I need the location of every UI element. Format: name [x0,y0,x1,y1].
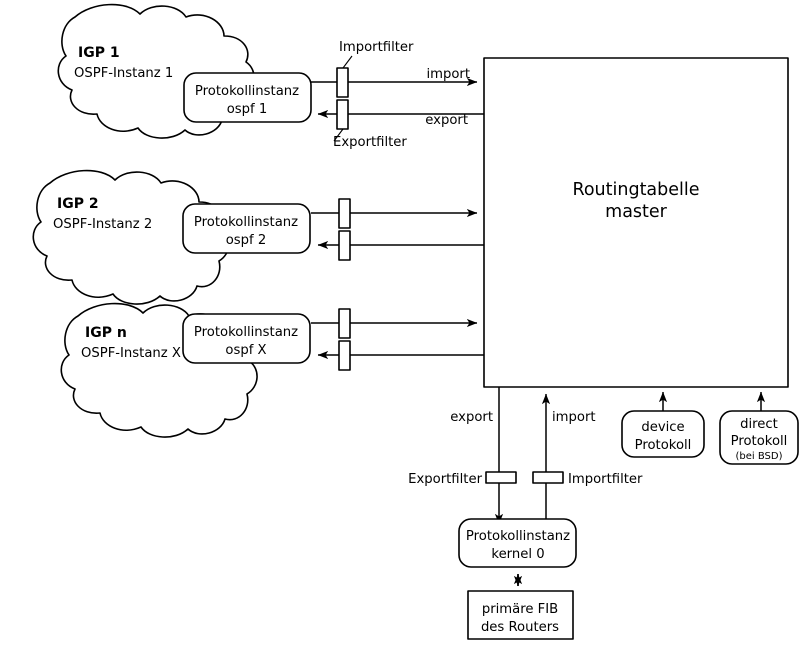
protocol-instance-2-line2: ospf 2 [226,233,267,248]
protocol-instance-3-line2: ospf X [225,343,266,358]
protocol-instance-2-line1: Protokollinstanz [194,215,298,230]
label-export-kernel: export [450,410,493,425]
direct-protocol-line3: (bei BSD) [736,451,783,462]
label-exportfilter-top: Exportfilter [333,135,407,150]
importfilter-leader-1 [342,55,353,69]
routing-table-line2: master [605,202,668,222]
importfilter-mark-ospf-x [338,308,351,339]
cloud-1-subtitle: OSPF-Instanz 1 [74,66,173,81]
protocol-instance-3-line1: Protokollinstanz [194,325,298,340]
cloud-igp-2 [32,169,230,305]
fib-line2: des Routers [481,620,559,635]
routing-table-line1: Routingtabelle [572,180,699,200]
protocol-instance-ospf-x [182,313,311,364]
label-importfilter-top: Importfilter [339,40,414,55]
importfilter-mark-kernel [532,471,564,484]
exportfilter-mark-ospf-2 [338,230,351,261]
device-protocol-line2: Protokoll [635,438,692,453]
exportfilter-mark-kernel [485,471,517,484]
label-export-top: export [425,113,468,128]
label-exportfilter-bottom: Exportfilter [408,472,482,487]
cloud-3-subtitle: OSPF-Instanz X [81,346,181,361]
exportfilter-leader-1 [333,128,344,142]
label-import-top: import [426,67,470,82]
routing-table-master [483,57,789,388]
label-importfilter-bottom: Importfilter [568,472,643,487]
protocol-instance-1-line2: ospf 1 [227,102,268,117]
direct-protocol-box [719,410,799,465]
primary-fib-box [467,590,574,640]
importfilter-mark-ospf-1 [336,67,349,98]
direct-protocol-line1: direct [740,417,778,432]
importfilter-mark-ospf-2 [338,198,351,229]
kernel-instance-line1: Protokollinstanz [466,529,570,544]
cloud-2-title: IGP 2 [57,196,99,212]
exportfilter-mark-ospf-1 [336,99,349,130]
protocol-instance-kernel-0 [458,518,577,568]
protocol-instance-ospf-2 [182,203,311,254]
device-protocol-line1: device [641,420,684,435]
protocol-instance-ospf-1 [183,72,312,123]
label-import-kernel: import [552,410,596,425]
direct-protocol-line2: Protokoll [731,434,788,449]
device-protocol-box [621,410,705,458]
fib-line1: primäre FIB [482,602,558,617]
cloud-2-subtitle: OSPF-Instanz 2 [53,217,152,232]
cloud-1-title: IGP 1 [78,45,120,61]
cloud-3-title: IGP n [85,325,127,341]
kernel-instance-line2: kernel 0 [491,547,544,562]
protocol-instance-1-line1: Protokollinstanz [195,84,299,99]
exportfilter-mark-ospf-x [338,340,351,371]
